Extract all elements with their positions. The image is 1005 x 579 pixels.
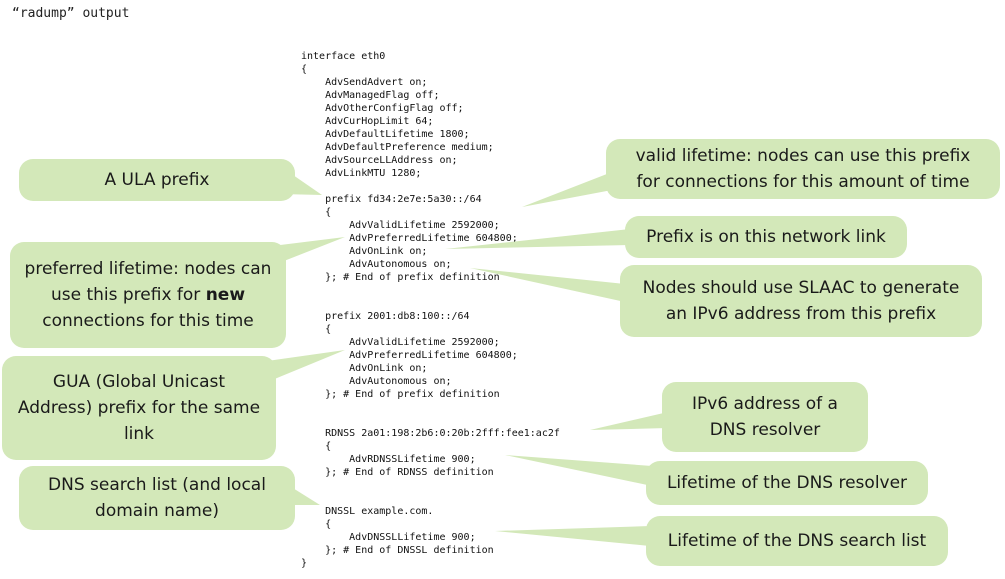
code-line: AdvPreferredLifetime 604800; — [301, 233, 518, 244]
callout-dns-search-list-text: DNS search list (and local domain name) — [48, 475, 266, 521]
tail-dnssl-life — [495, 526, 650, 546]
tail-valid — [522, 172, 612, 207]
code-line: AdvSendAdvert on; — [301, 77, 428, 88]
code-line: RDNSS 2a01:198:2b6:0:20b:2fff:fee1:ac2f — [301, 428, 560, 439]
code-line: prefix 2001:db8:100::/64 — [301, 311, 470, 322]
callout-slaac: Nodes should use SLAAC to generate an IP… — [620, 265, 982, 337]
code-line: }; # End of prefix definition — [301, 389, 500, 400]
code-line: AdvRDNSSLifetime 900; — [301, 454, 476, 465]
code-line: interface eth0 — [301, 51, 386, 62]
code-line: prefix fd34:2e7e:5a30::/64 — [301, 194, 482, 205]
preferred-lifetime-part-b: connections for this time — [42, 311, 254, 331]
code-line: DNSSL example.com. — [301, 506, 434, 517]
code-line: AdvCurHopLimit 64; — [301, 116, 434, 127]
code-line: }; # End of RDNSS definition — [301, 467, 494, 478]
callout-preferred-lifetime-text: preferred lifetime: nodes can use this p… — [22, 256, 274, 334]
callout-dns-search-lifetime: Lifetime of the DNS search list — [646, 516, 948, 566]
callout-dns-resolver-lifetime: Lifetime of the DNS resolver — [646, 461, 928, 505]
code-line: { — [301, 64, 308, 75]
code-line: }; # End of prefix definition — [301, 272, 500, 283]
code-line: { — [301, 324, 332, 335]
code-line: AdvValidLifetime 2592000; — [301, 337, 500, 348]
callout-dns-search-lifetime-text: Lifetime of the DNS search list — [667, 531, 927, 551]
callout-dns-resolver-address: IPv6 address of a DNS resolver — [662, 382, 868, 452]
code-line: { — [301, 441, 332, 452]
callout-slaac-text: Nodes should use SLAAC to generate an IP… — [642, 278, 960, 324]
code-line: AdvDefaultLifetime 1800; — [301, 129, 470, 140]
code-line: AdvLinkMTU 1280; — [301, 168, 422, 179]
code-line: AdvDefaultPreference medium; — [301, 142, 494, 153]
radump-code-block: interface eth0 { AdvSendAdvert on; AdvMan… — [301, 50, 560, 570]
code-line: AdvValidLifetime 2592000; — [301, 220, 500, 231]
tail-slaac — [470, 268, 625, 302]
callout-valid-lifetime: valid lifetime: nodes can use this prefi… — [606, 139, 1000, 199]
tail-onlink — [445, 229, 630, 249]
code-line: AdvAutonomous on; — [301, 259, 452, 270]
code-line: AdvPreferredLifetime 604800; — [301, 350, 518, 361]
code-line: } — [301, 558, 308, 569]
callout-on-link: Prefix is on this network link — [625, 216, 907, 258]
callout-valid-lifetime-text: valid lifetime: nodes can use this prefi… — [635, 146, 971, 192]
callout-gua-prefix-text: GUA (Global Unicast Address) prefix for … — [17, 372, 261, 444]
callout-ula-prefix-text: A ULA prefix — [104, 170, 210, 190]
code-line: }; # End of DNSSL definition — [301, 545, 494, 556]
tail-gua — [260, 350, 345, 385]
code-line: AdvAutonomous on; — [301, 376, 452, 387]
callout-preferred-lifetime: preferred lifetime: nodes can use this p… — [10, 242, 286, 348]
code-line: AdvSourceLLAddress on; — [301, 155, 458, 166]
callout-gua-prefix: GUA (Global Unicast Address) prefix for … — [2, 356, 276, 460]
output-title: “radump” output — [12, 6, 130, 21]
preferred-lifetime-part-a: preferred lifetime: nodes can use this p… — [24, 259, 272, 305]
callout-dns-resolver-lifetime-text: Lifetime of the DNS resolver — [666, 473, 908, 493]
code-line: { — [301, 207, 332, 218]
code-line: AdvOnLink on; — [301, 363, 428, 374]
tail-dns-addr — [590, 412, 668, 430]
code-line: AdvManagedFlag off; — [301, 90, 440, 101]
code-line: AdvOtherConfigFlag off; — [301, 103, 464, 114]
code-line: { — [301, 519, 332, 530]
code-line: AdvOnLink on; — [301, 246, 428, 257]
callout-ula-prefix: A ULA prefix — [19, 159, 295, 201]
callout-on-link-text: Prefix is on this network link — [646, 227, 886, 247]
code-line: AdvDNSSLLifetime 900; — [301, 532, 476, 543]
callout-dns-search-list: DNS search list (and local domain name) — [19, 466, 295, 530]
preferred-lifetime-emphasis: new — [205, 285, 246, 305]
callout-dns-resolver-address-text: IPv6 address of a DNS resolver — [692, 394, 838, 440]
tail-dns-life — [505, 455, 652, 486]
